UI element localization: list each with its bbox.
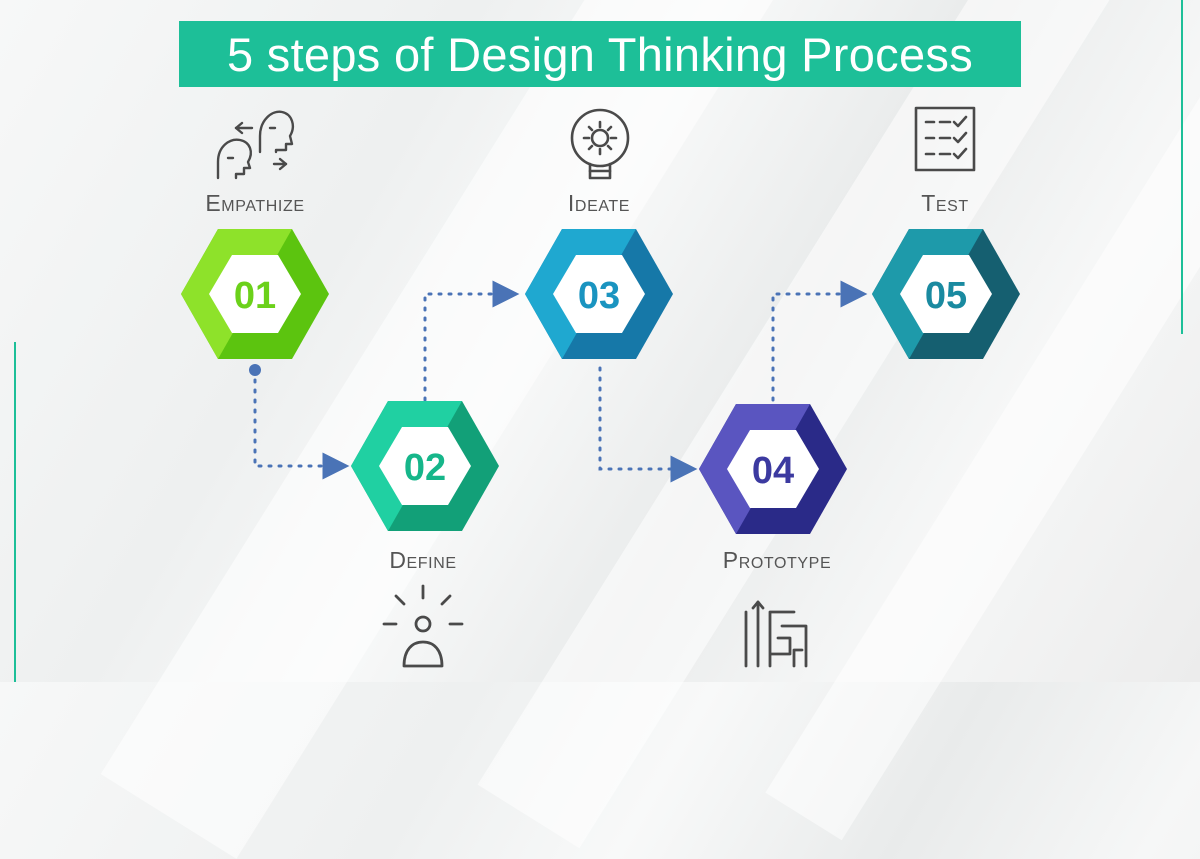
step-number: 03 <box>578 275 620 317</box>
lightbulb-gear-icon <box>570 108 630 180</box>
step-number: 02 <box>404 447 446 489</box>
page-title: 5 steps of Design Thinking Process <box>179 21 1021 87</box>
step-04-hexagon: 04 <box>699 404 847 534</box>
step-number: 05 <box>925 275 967 317</box>
empathy-faces-icon <box>216 110 294 180</box>
step-02-hexagon: 02 <box>351 401 499 531</box>
connector-03-04 <box>598 366 698 483</box>
step-number: 04 <box>752 450 794 492</box>
idea-person-icon <box>382 584 464 668</box>
connector-start-dot <box>249 364 261 376</box>
left-accent-line <box>14 342 16 682</box>
step-02-label: Define <box>389 547 457 573</box>
maze-icon <box>744 600 808 668</box>
step-03-hexagon: 03 <box>525 229 673 359</box>
step-01-hexagon: 01 <box>181 229 329 359</box>
connector-02-03 <box>423 280 520 402</box>
step-03-label: Ideate <box>567 190 631 216</box>
step-04-label: Prototype <box>722 547 832 573</box>
step-01-label: Empathize <box>205 190 305 216</box>
step-number: 01 <box>234 275 276 317</box>
process-diagram: 01 02 03 04 05 <box>181 229 1020 534</box>
connector-04-05 <box>771 280 868 402</box>
step-05-hexagon: 05 <box>872 229 1020 359</box>
connector-01-02 <box>253 368 350 480</box>
right-accent-line <box>1181 0 1183 334</box>
step-05-label: Test <box>921 190 969 216</box>
checklist-icon <box>914 106 976 172</box>
